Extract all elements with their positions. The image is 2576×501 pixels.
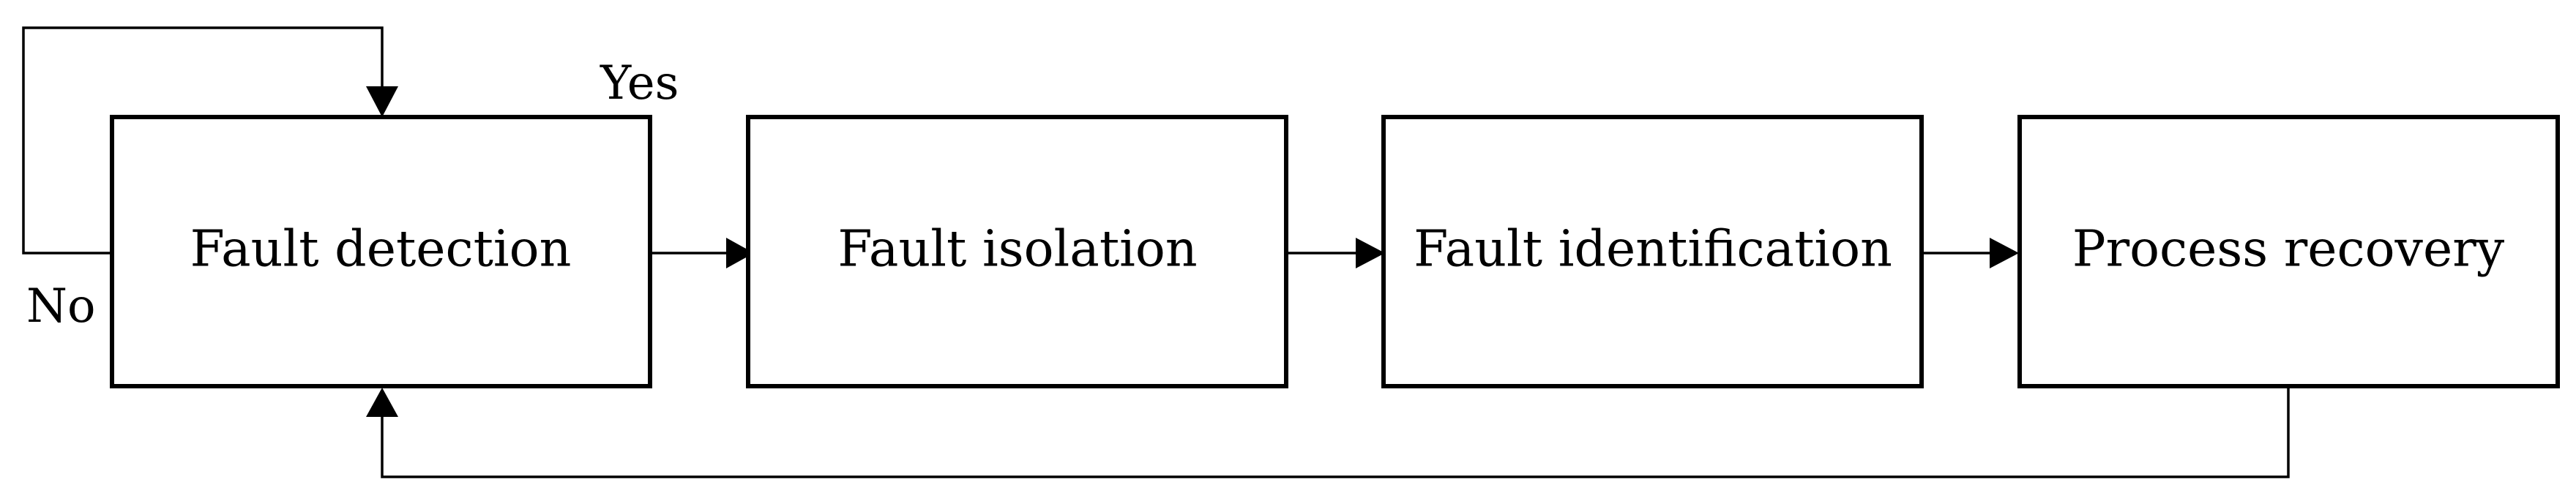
yes-label: Yes [600, 56, 679, 110]
arrow-identification-to-recovery-head [1990, 238, 2019, 268]
box-process-recovery-label: Process recovery [2072, 221, 2505, 279]
box-fault-isolation: Fault isolation [746, 115, 1288, 388]
recovery-return-connector [381, 386, 2290, 478]
no-label: No [26, 279, 96, 334]
box-process-recovery: Process recovery [2017, 115, 2560, 388]
no-loop-arrowhead [366, 86, 398, 117]
box-fault-identification-label: Fault identification [1414, 221, 1892, 279]
box-fault-detection: Fault detection [110, 115, 652, 388]
arrow-isolation-to-identification-head [1356, 238, 1385, 268]
box-fault-detection-label: Fault detection [190, 221, 572, 279]
arrow-detection-to-isolation-head [726, 238, 754, 268]
box-fault-isolation-label: Fault isolation [837, 221, 1197, 279]
no-loop-connector [22, 26, 384, 255]
recovery-return-arrowhead [366, 388, 398, 417]
box-fault-identification: Fault identification [1381, 115, 1924, 388]
